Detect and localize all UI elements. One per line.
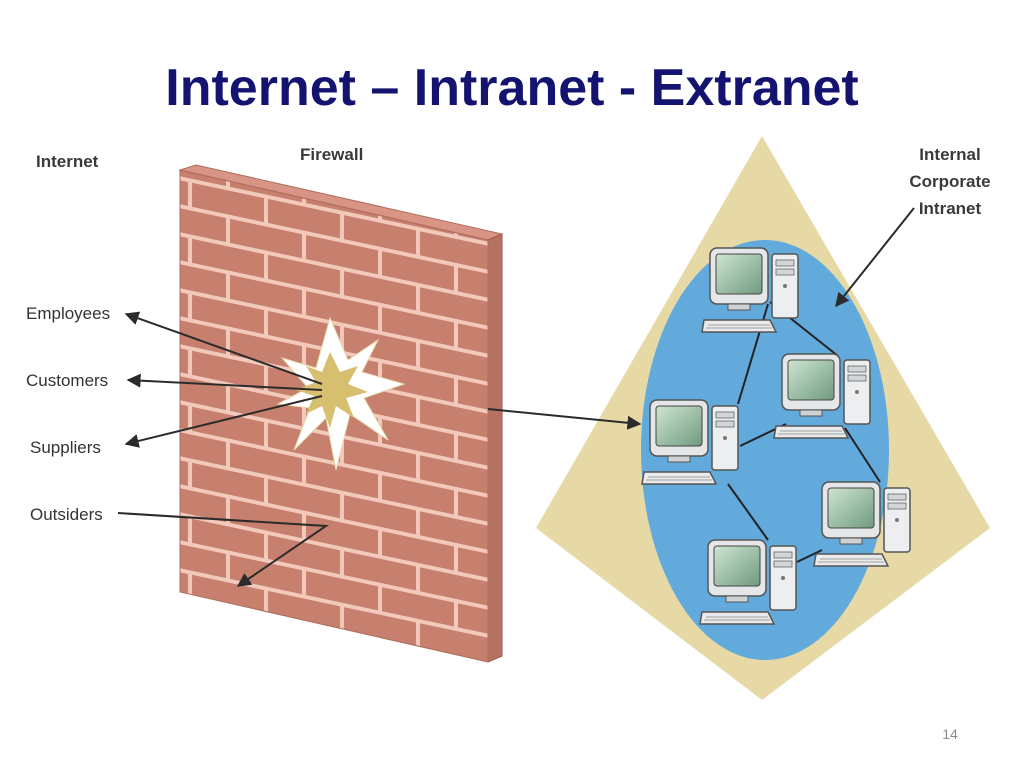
breach-burst-core — [296, 352, 368, 428]
intranet-label-line-1: Internal — [919, 145, 980, 164]
intranet-label-line-2: Corporate — [909, 172, 990, 191]
slide-title: Internet – Intranet - Extranet — [165, 59, 859, 117]
firewall-label: Firewall — [300, 145, 363, 164]
page-number: 14 — [942, 726, 958, 742]
suppliers-label: Suppliers — [30, 438, 101, 457]
employees-label: Employees — [26, 304, 110, 323]
arrows — [117, 207, 915, 587]
intranet-label-line-3: Intranet — [919, 199, 982, 218]
internet-label: Internet — [36, 152, 99, 171]
outsiders-label: Outsiders — [30, 505, 103, 524]
customers-label: Customers — [26, 371, 108, 390]
